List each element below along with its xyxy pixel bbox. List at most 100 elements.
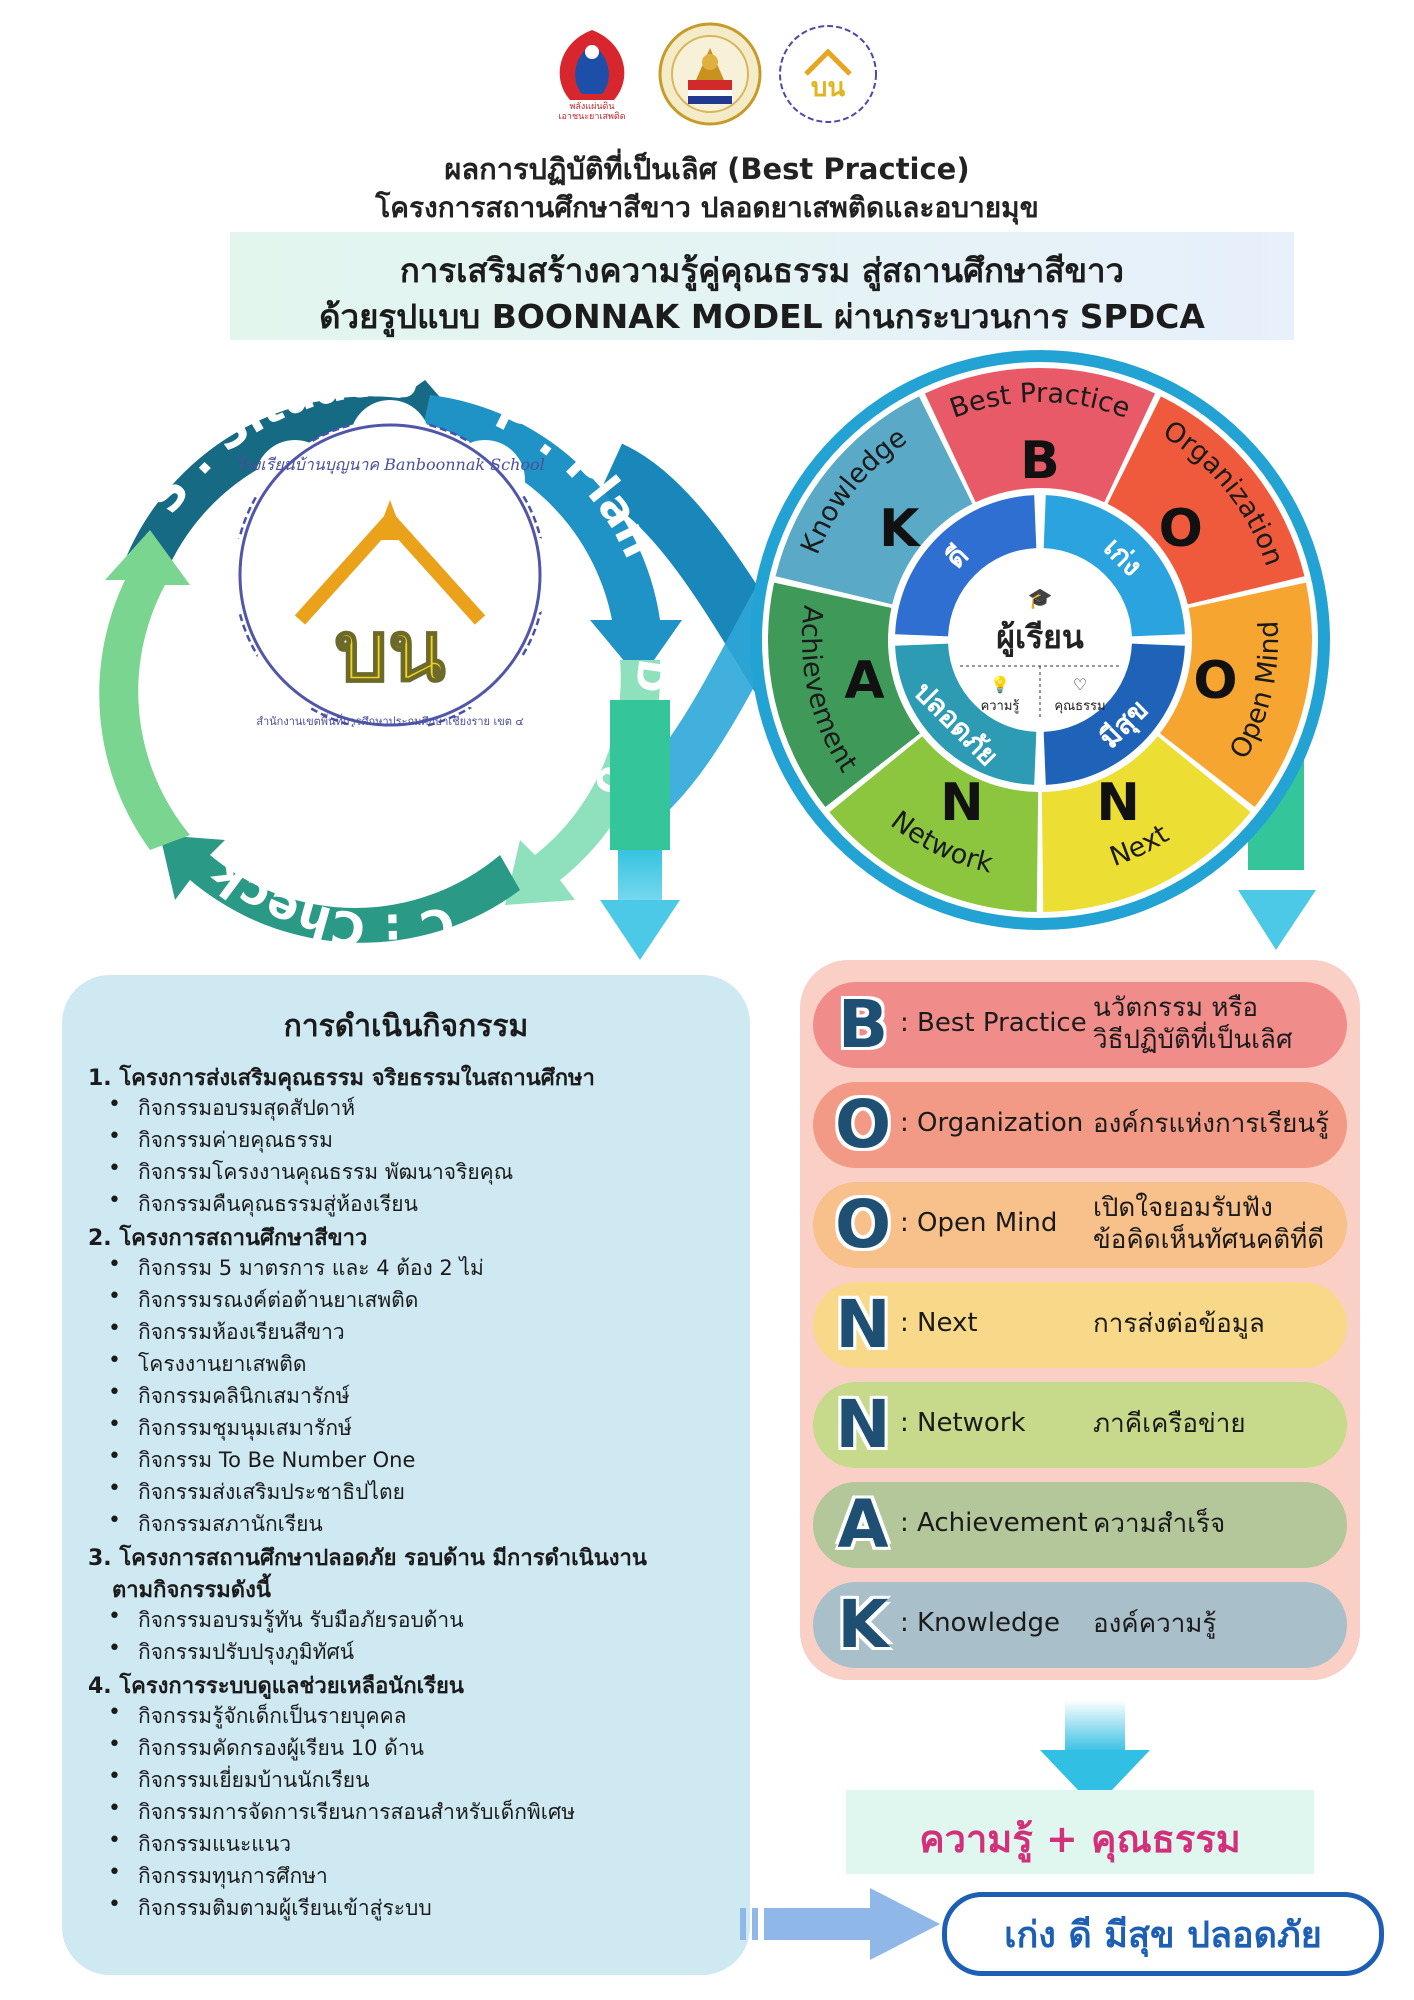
spdca-boonnak-diagram: S : Situation P : Plan D : Do C : Check … xyxy=(0,340,1330,960)
boonnak-meaning-line1: ความสำเร็จ xyxy=(1093,1509,1226,1539)
boonnak-meaning-line1: ภาคีเครือข่าย xyxy=(1093,1409,1246,1439)
activity-item: กิจกรรมปรับปรุงภูมิทัศน์ xyxy=(108,1636,354,1669)
boonnak-letter: N xyxy=(835,1386,891,1463)
svg-text:บน: บน xyxy=(335,602,446,700)
svg-text:สำนักงานเขตพื้นที่การศึกษาประถ: สำนักงานเขตพื้นที่การศึกษาประถมศึกษาเชีย… xyxy=(256,713,524,728)
boonnak-letter: K xyxy=(837,1586,889,1663)
boonnak-letter: A xyxy=(837,1486,889,1563)
wheel-letter-1: O xyxy=(1159,499,1203,559)
project-heading-cont: ตามกิจกรรมดังนี้ xyxy=(112,1578,271,1603)
boonnak-letter: O xyxy=(834,1086,892,1163)
boonnak-meaning: องค์กรแห่งการเรียนรู้ xyxy=(1093,1108,1329,1140)
activity-item: กิจกรรม To Be Number One xyxy=(108,1444,415,1477)
boonnak-word: : Achievement xyxy=(900,1508,1088,1538)
page-title: ผลการปฏิบัติที่เป็นเลิศ (Best Practice) xyxy=(444,152,970,186)
project-heading: 1. โครงการส่งเสริมคุณธรรม จริยธรรมในสถาน… xyxy=(88,1066,595,1091)
activity-item: กิจกรรมการจัดการเรียนการสอนสำหรับเด็กพิเ… xyxy=(108,1796,575,1829)
activity-item: กิจกรรมรู้จักเด็กเป็นรายบุคคล xyxy=(108,1700,406,1733)
project-heading: 4. โครงการระบบดูแลช่วยเหลือนักเรียน xyxy=(88,1674,464,1699)
heart-icon: ♡ xyxy=(1073,675,1087,694)
wheel-segment-next xyxy=(1041,736,1251,912)
boonnak-meaning-line1: องค์กรแห่งการเรียนรู้ xyxy=(1093,1109,1330,1139)
wheel-center-morals: คุณธรรม xyxy=(1054,699,1105,714)
wheel-letter-2: O xyxy=(1193,651,1237,711)
boonnak-word: : Knowledge xyxy=(900,1608,1060,1638)
activity-item: โครงงานยาเสพติด xyxy=(108,1348,307,1381)
boonnak-meaning: นวัตกรรม หรือวิธีปฏิบัติที่เป็นเลิศ xyxy=(1093,992,1292,1056)
boonnak-meaning: องค์ความรู้ xyxy=(1093,1608,1216,1640)
activity-item: กิจกรรมรณงค์ต่อต้านยาเสพติด xyxy=(108,1284,419,1317)
knowledge-morals-label: ความรู้ + คุณธรรม xyxy=(919,1817,1241,1861)
page-title-line2: โครงการสถานศึกษาสีขาว ปลอดยาเสพติดและอบา… xyxy=(375,191,1039,224)
activity-item: กิจกรรมคืนคุณธรรมสู่ห้องเรียน xyxy=(108,1188,418,1221)
boonnak-meaning: การส่งต่อข้อมูล xyxy=(1093,1308,1265,1340)
svg-text:บน: บน xyxy=(811,73,846,103)
boonnak-row xyxy=(813,1082,1347,1168)
wheel-center-title: ผู้เรียน xyxy=(996,618,1084,658)
school-flower-logo-small: บน xyxy=(779,25,877,123)
subtitle-banner xyxy=(230,232,1294,340)
school-logo: บน โรงเรียนบ้านบุญนาค Banboonnak School … xyxy=(215,400,565,750)
white-school-emblem xyxy=(658,22,762,126)
boonnak-letter: B xyxy=(837,986,889,1063)
boonnak-meaning-line1: นวัตกรรม หรือ xyxy=(1093,993,1259,1023)
boonnak-meaning: ความสำเร็จ xyxy=(1093,1508,1225,1540)
boonnak-letter: N xyxy=(835,1286,891,1363)
inner-segment-3 xyxy=(895,495,1037,637)
anti-drug-logo xyxy=(558,30,626,122)
inner-segment-2 xyxy=(895,643,1037,785)
wheel-segment-knowledge xyxy=(775,396,973,605)
inner-segment-0 xyxy=(1043,495,1185,637)
lightbulb-icon: 💡 xyxy=(990,675,1010,694)
wheel-center-knowledge: ความรู้ xyxy=(981,699,1020,714)
result-down-arrow xyxy=(1040,1700,1150,1808)
right-arrow-icon xyxy=(740,1888,940,1960)
boonnak-meaning: เปิดใจยอมรับฟังข้อคิดเห็นทัศนคติที่ดี xyxy=(1093,1192,1324,1256)
boonnak-word: : Best Practice xyxy=(900,1008,1087,1038)
wheel-letter-4: N xyxy=(940,773,984,833)
wheel-segment-network xyxy=(829,736,1039,912)
boonnak-letter: O xyxy=(834,1186,892,1263)
boonnak-meaning-line1: เปิดใจยอมรับฟัง xyxy=(1093,1193,1273,1223)
activities-title: การดำเนินกิจกรรม xyxy=(283,1009,529,1044)
wheel-segment-best-practice xyxy=(924,368,1156,503)
activity-item: กิจกรรมส่งเสริมประชาธิปไตย xyxy=(108,1476,405,1509)
wheel-letter-6: K xyxy=(879,499,921,559)
graduate-icon: 🎓 xyxy=(1028,586,1053,610)
action-arrow xyxy=(99,530,190,850)
anti-drug-logo-text: พลังแผ่นดิน เอาชนะยาเสพติด xyxy=(558,102,626,122)
wheel-segment-achievement xyxy=(768,582,921,808)
activity-item: กิจกรรม 5 มาตรการ และ 4 ต้อง 2 ไม่ xyxy=(108,1252,484,1285)
boonnak-row xyxy=(813,1582,1347,1668)
project-heading: 3. โครงการสถานศึกษาปลอดภัย รอบด้าน มีการ… xyxy=(88,1546,647,1571)
inner-segment-1 xyxy=(1043,643,1185,785)
outcome-label: เก่ง ดี มีสุข ปลอดภัย xyxy=(1004,1915,1322,1956)
plan-arrow xyxy=(420,395,682,680)
knowledge-morals-box xyxy=(846,1790,1314,1874)
activity-item: กิจกรรมคัดกรองผู้เรียน 10 ด้าน xyxy=(108,1732,424,1765)
boonnak-row xyxy=(813,1382,1347,1468)
boonnak-meaning-line2: วิธีปฏิบัติที่เป็นเลิศ xyxy=(1093,1025,1293,1055)
check-arrow xyxy=(160,835,520,943)
activity-item: กิจกรรมห้องเรียนสีขาว xyxy=(108,1316,345,1349)
boonnak-row xyxy=(813,1282,1347,1368)
boonnak-meaning-line2: ข้อคิดเห็นทัศนคติที่ดี xyxy=(1093,1225,1325,1255)
check-label: C : Check xyxy=(198,847,459,958)
activity-item: กิจกรรมแนะแนว xyxy=(108,1828,291,1861)
wheel-segment-organization xyxy=(1107,396,1305,605)
activity-item: กิจกรรมติมตามผู้เรียนเข้าสู่ระบบ xyxy=(108,1892,432,1925)
wheel-letter-5: A xyxy=(844,651,884,711)
boonnak-meaning: ภาคีเครือข่าย xyxy=(1093,1408,1246,1440)
boonnak-word: : Network xyxy=(900,1408,1026,1438)
activity-item: กิจกรรมเยี่ยมบ้านนักเรียน xyxy=(108,1764,369,1797)
project-heading: 2. โครงการสถานศึกษาสีขาว xyxy=(88,1226,368,1251)
wheel-letter-0: B xyxy=(1020,431,1060,491)
boonnak-word: : Open Mind xyxy=(900,1208,1058,1238)
activity-item: กิจกรรมอบรมรู้ทัน รับมือภัยรอบด้าน xyxy=(108,1604,464,1637)
wheel-segment-open-mind xyxy=(1159,582,1312,808)
header-logos: พลังแผ่นดิน เอาชนะยาเสพติด บน xyxy=(540,22,880,132)
activity-item: กิจกรรมทุนการศึกษา xyxy=(108,1860,328,1893)
boonnak-row xyxy=(813,1482,1347,1568)
boonnak-row xyxy=(813,982,1347,1068)
